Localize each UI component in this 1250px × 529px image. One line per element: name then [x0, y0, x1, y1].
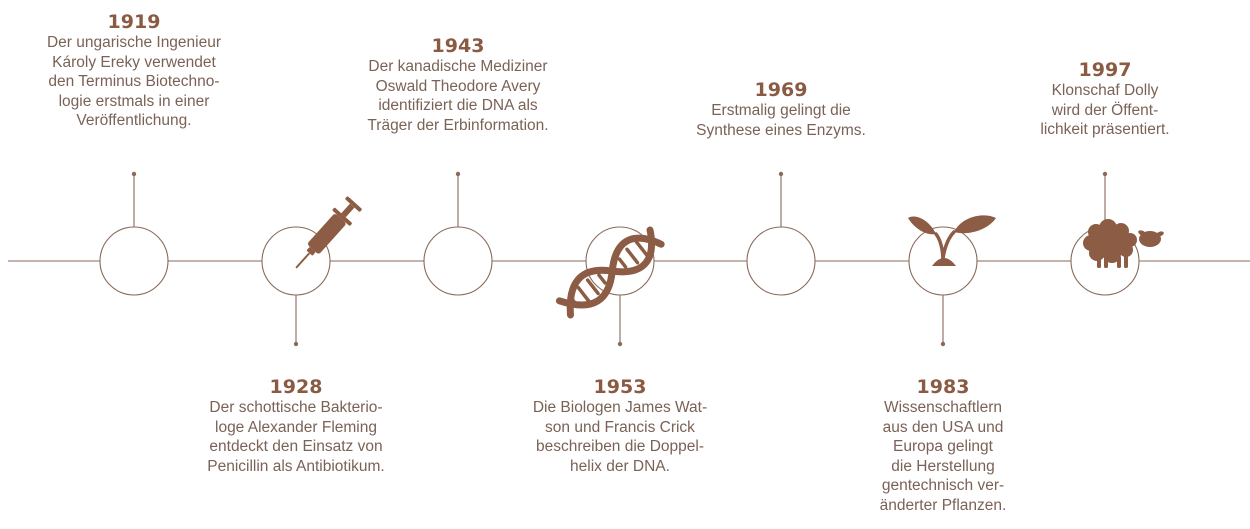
description-line: loge Alexander Fleming	[215, 418, 377, 436]
description-line: Europa gelingt	[893, 438, 993, 456]
connector-dot	[131, 171, 137, 177]
event-1943: 1943 Der kanadische Mediziner Oswald The…	[338, 35, 578, 135]
event-year: 1953	[593, 376, 647, 398]
description-line: Die Biologen James Wat-	[532, 399, 708, 416]
event-year: 1928	[269, 376, 323, 398]
description-line: änderter Pflanzen.	[879, 496, 1007, 514]
event-1928: 1928 Der schottische Bakterio- loge Alex…	[176, 376, 416, 476]
connector-dot	[1102, 171, 1108, 177]
event-description: Erstmalig gelingt die Synthese eines Enz…	[661, 101, 901, 140]
connector-dot	[940, 341, 946, 347]
description-line: helix der DNA.	[570, 457, 670, 475]
description-line: Oswald Theodore Avery	[375, 77, 541, 95]
timeline-node	[746, 226, 816, 296]
event-description: Die Biologen James Wat- son und Francis …	[500, 398, 740, 476]
event-description: Wissenschaftlern aus den USA und Europa …	[853, 398, 1033, 516]
event-1983: 1983 Wissenschaftlern aus den USA und Eu…	[853, 376, 1033, 516]
syringe-icon	[295, 196, 362, 269]
description-line: son und Francis Crick	[545, 418, 695, 436]
description-line: identifiziert die DNA als	[378, 97, 538, 115]
event-year: 1997	[1078, 59, 1132, 81]
dna-icon	[555, 226, 665, 319]
description-line: entdeckt den Einsatz von	[209, 438, 383, 456]
description-line: Erstmalig gelingt die	[711, 102, 851, 119]
sprout-icon	[908, 215, 996, 266]
description-line: Veröffentlichung.	[76, 112, 192, 130]
description-line: logie erstmals in einer	[58, 92, 210, 110]
sheep-icon	[1083, 219, 1164, 268]
event-year: 1983	[916, 376, 970, 398]
description-line: Penicillin als Antibiotikum.	[207, 457, 385, 475]
event-1997: 1997 Klonschaf Dolly wird der Öffent- li…	[1015, 59, 1195, 140]
event-description: Der kanadische Mediziner Oswald Theodore…	[338, 57, 578, 135]
description-line: Träger der Erbinformation.	[367, 116, 549, 134]
description-line: die Herstellung	[891, 457, 995, 475]
event-1953: 1953 Die Biologen James Wat- son und Fra…	[500, 376, 740, 476]
event-year: 1969	[754, 79, 808, 101]
event-year: 1943	[431, 35, 485, 57]
description-line: Károly Ereky verwendet	[52, 53, 216, 71]
timeline-node	[99, 226, 169, 296]
description-line: Wissenschaftlern	[883, 399, 1002, 416]
description-line: wird der Öffent-	[1051, 101, 1159, 119]
event-year: 1919	[107, 11, 161, 33]
connector-dot	[455, 171, 461, 177]
event-description: Klonschaf Dolly wird der Öffent- lichkei…	[1015, 81, 1195, 140]
connector-dot	[778, 171, 784, 177]
description-line: aus den USA und	[882, 418, 1004, 436]
description-line: beschreiben die Doppel-	[535, 438, 705, 456]
event-1919: 1919 Der ungarische Ingenieur Károly Ere…	[14, 11, 254, 131]
description-line: gentechnisch ver-	[881, 477, 1005, 495]
description-line: lichkeit präsentiert.	[1040, 121, 1170, 139]
connector-dot	[617, 341, 623, 347]
description-line: Der kanadische Mediziner	[368, 58, 548, 75]
description-line: Synthese eines Enzyms.	[696, 121, 866, 139]
description-line: den Terminus Biotechno-	[48, 73, 220, 91]
timeline-node	[423, 226, 493, 296]
connector-dot	[293, 341, 299, 347]
event-1969: 1969 Erstmalig gelingt die Synthese eine…	[661, 79, 901, 140]
event-description: Der ungarische Ingenieur Károly Ereky ve…	[14, 33, 254, 131]
description-line: Klonschaf Dolly	[1051, 82, 1159, 99]
event-description: Der schottische Bakterio- loge Alexander…	[176, 398, 416, 476]
description-line: Der ungarische Ingenieur	[46, 34, 222, 51]
description-line: Der schottische Bakterio-	[209, 399, 383, 416]
